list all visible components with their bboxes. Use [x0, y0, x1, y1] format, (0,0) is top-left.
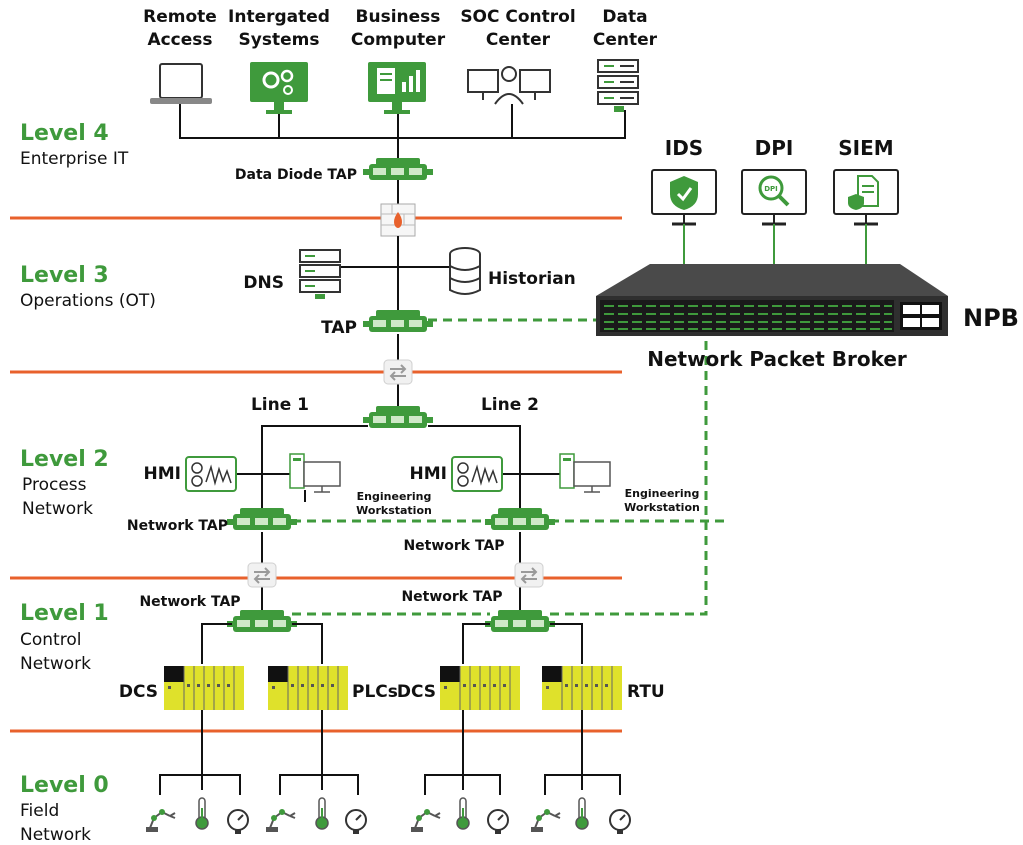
top-label-soc-2: Center: [486, 30, 551, 50]
level-4-subtitle: Enterprise IT: [20, 149, 129, 169]
level-1-subtitle-2: Network: [20, 654, 91, 674]
robot-arm-icon: [265, 808, 296, 833]
top-label-soc-1: SOC Control: [460, 7, 575, 27]
thermometer-icon: [575, 797, 589, 830]
data-diode-tap: [363, 158, 433, 180]
network-tap-l1-line2-label: Network TAP: [401, 589, 502, 605]
document-shield-icon: [848, 175, 879, 210]
plcs-rack: [267, 665, 349, 711]
hmi-line1: [185, 456, 237, 492]
integrated-systems-icon: [250, 62, 308, 114]
thermometer-icon: [195, 797, 209, 830]
rtu-rack: [541, 665, 623, 711]
business-computer-icon: [368, 62, 426, 114]
level3-tap: [363, 310, 433, 332]
hmi-line2: [451, 456, 503, 492]
hmi-label-line1: HMI: [144, 464, 181, 484]
robot-arm-icon: [530, 808, 561, 833]
level-3-title: Level 3: [20, 263, 109, 288]
dcs-label-1: DCS: [119, 682, 158, 702]
pressure-gauge-icon: [227, 809, 249, 835]
level-0-subtitle-2: Network: [20, 825, 91, 845]
pressure-gauge-icon: [609, 809, 631, 835]
pressure-gauge-icon: [345, 809, 367, 835]
level-1-title: Level 1: [20, 601, 109, 626]
soc-control-center-icon: [467, 66, 551, 105]
switch-l2-l1-line2: [514, 562, 544, 588]
dcs-rack-2: [439, 665, 521, 711]
switch-l3-l2: [383, 359, 413, 385]
rtu-label: RTU: [627, 682, 665, 702]
level2-core-tap: [363, 406, 433, 428]
top-label-remote-2: Access: [147, 30, 212, 50]
engineering-workstation-line2: [559, 453, 611, 493]
tap-label: TAP: [321, 318, 357, 338]
eng-ws-line2-1: Engineering: [625, 487, 700, 500]
engineering-workstation-line1: [289, 453, 341, 493]
shield-icon: [670, 176, 698, 210]
robot-arm-icon: [410, 808, 441, 833]
network-tap-l2-line2: [485, 508, 555, 530]
network-tap-l1-line2: [485, 610, 555, 632]
level-2-subtitle-1: Process: [22, 475, 87, 495]
network-packet-broker-switch: [596, 264, 948, 336]
npb-full-label: Network Packet Broker: [647, 347, 907, 371]
network-tap-l2-line1-label: Network TAP: [127, 518, 228, 534]
historian-label: Historian: [488, 269, 576, 289]
level-3-subtitle: Operations (OT): [20, 291, 156, 311]
siem-label: SIEM: [838, 136, 893, 160]
top-label-datacenter-1: Data: [602, 7, 647, 27]
eng-ws-line1-2: Workstation: [356, 504, 432, 517]
magnifier-icon: DPI: [758, 175, 790, 207]
line1-wire: [261, 425, 368, 510]
top-label-business-1: Business: [356, 7, 441, 27]
switch-l2-l1-line1: [247, 562, 277, 588]
line1-label: Line 1: [251, 395, 309, 415]
top-label-integrated-2: Systems: [239, 30, 320, 50]
level-4-title: Level 4: [20, 121, 109, 146]
robot-arm-icon: [145, 808, 176, 833]
top-label-integrated-1: Intergated: [228, 7, 330, 27]
dcs-label-2: DCS: [397, 682, 436, 702]
npb-label: NPB: [963, 304, 1019, 332]
network-tap-l1-line1-label: Network TAP: [139, 594, 240, 610]
plcs-label: PLCs: [352, 682, 398, 702]
hmi-label-line2: HMI: [410, 464, 447, 484]
eng-ws-line1-1: Engineering: [357, 490, 432, 503]
top-label-datacenter-2: Center: [593, 30, 658, 50]
top-label-remote-1: Remote: [143, 7, 217, 27]
data-center-server-icon: [597, 59, 639, 112]
level-2-subtitle-2: Network: [22, 499, 93, 519]
line2-label: Line 2: [481, 395, 539, 415]
level-2-title: Level 2: [20, 447, 109, 472]
firewall-icon: [380, 203, 416, 237]
dns-server-icon: [299, 249, 341, 299]
laptop-icon: [150, 63, 212, 104]
thermometer-icon: [456, 797, 470, 830]
dpi-label: DPI: [755, 136, 794, 160]
historian-database-icon: [449, 247, 481, 295]
network-tap-l1-line1: [227, 610, 297, 632]
eng-ws-line2-2: Workstation: [624, 501, 700, 514]
level-0-subtitle-1: Field: [20, 801, 59, 821]
network-tap-l2-line1: [227, 508, 297, 530]
top-label-business-2: Computer: [351, 30, 446, 50]
line2-wire: [428, 425, 521, 510]
data-diode-tap-label: Data Diode TAP: [235, 167, 357, 183]
level-1-subtitle-1: Control: [20, 630, 81, 650]
ids-label: IDS: [665, 136, 703, 160]
network-tap-l2-line2-label: Network TAP: [403, 538, 504, 554]
level-0-title: Level 0: [20, 773, 109, 798]
thermometer-icon: [315, 797, 329, 830]
enterprise-bus: [179, 104, 626, 139]
mirror-link-l1-to-npb: [550, 335, 708, 616]
dns-label: DNS: [243, 273, 284, 293]
dpi-badge: DPI: [764, 185, 778, 193]
pressure-gauge-icon: [487, 809, 509, 835]
dcs-rack-1: [163, 665, 245, 711]
